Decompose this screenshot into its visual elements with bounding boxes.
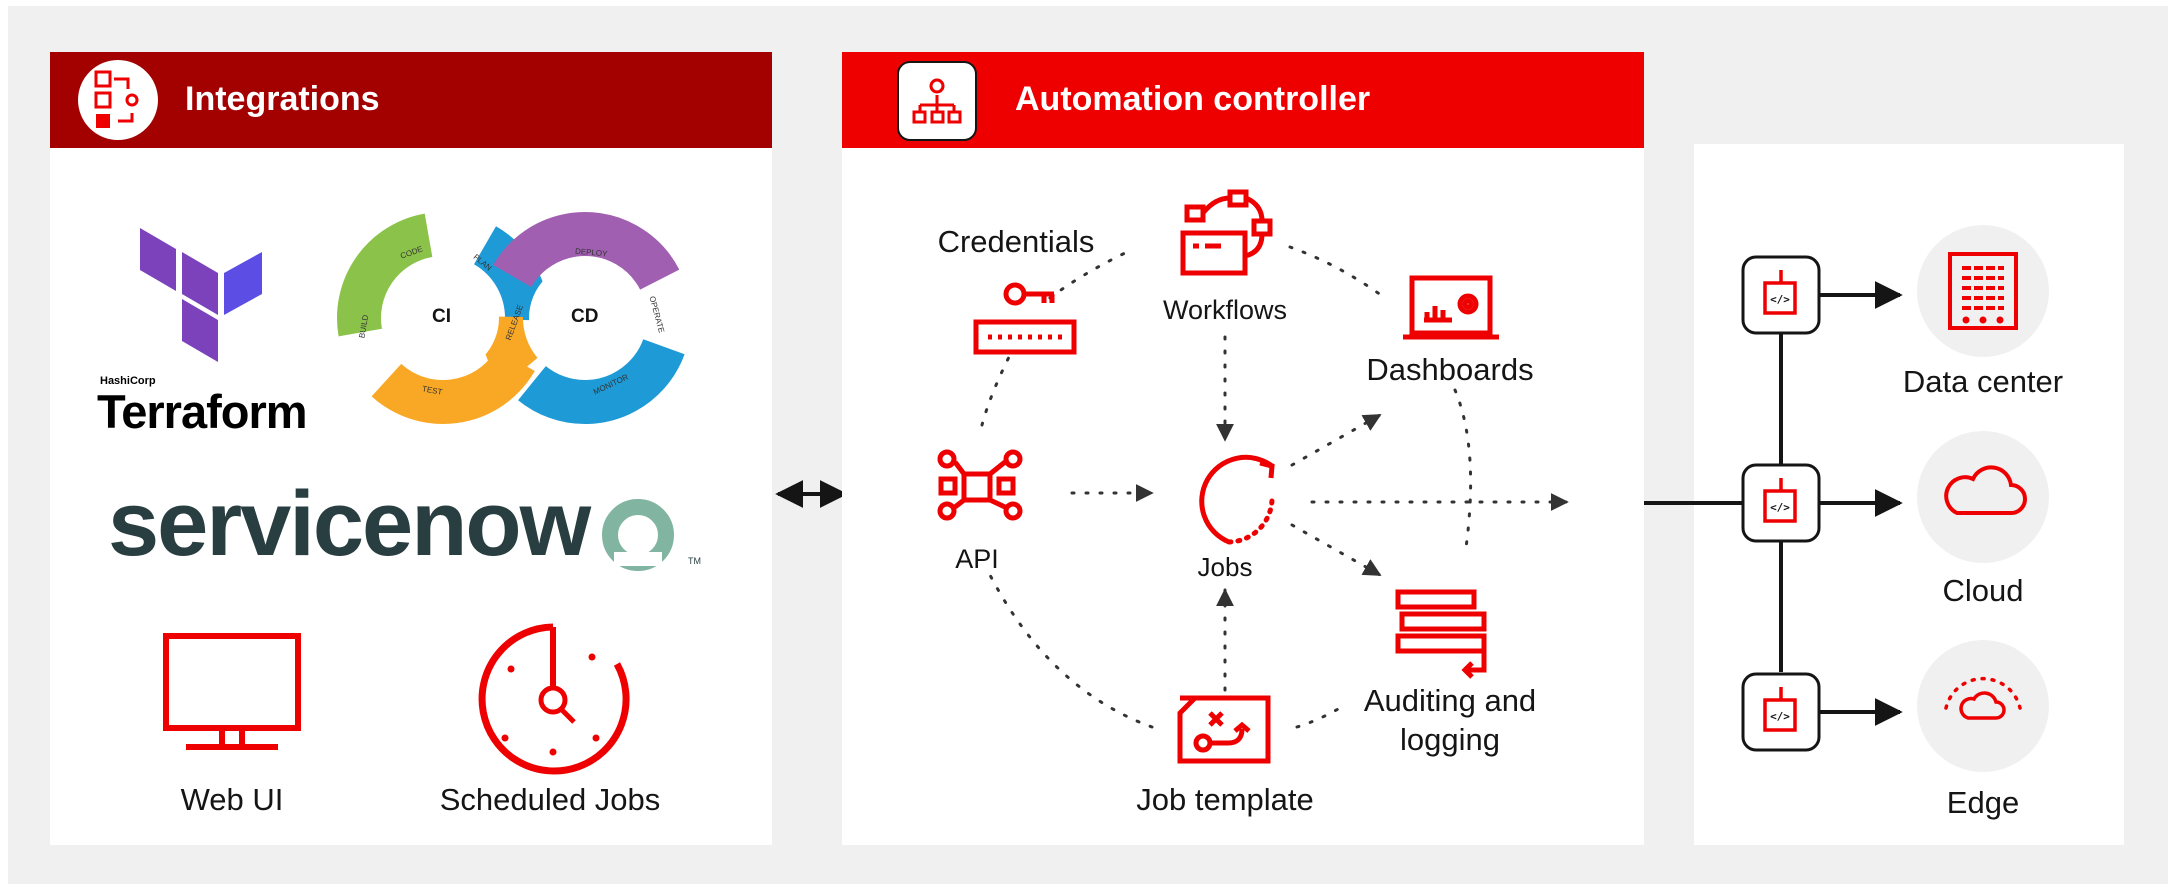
- dashboard-icon: [1403, 275, 1499, 340]
- edge-label: Edge: [1946, 785, 2020, 820]
- key-icon: [973, 282, 1077, 355]
- terraform-wordmark: Terraform: [97, 385, 308, 438]
- code-node-icon: </>: [1741, 672, 1821, 752]
- auditing-label-line2: logging: [1400, 722, 1500, 757]
- controller-icon: [897, 61, 977, 141]
- scheduled-jobs-label: Scheduled Jobs: [439, 782, 661, 817]
- workflows-label: Workflows: [1162, 295, 1288, 325]
- data-center-label: Data center: [1902, 364, 2064, 399]
- integrations-title: Integrations: [185, 80, 380, 118]
- cicd-logo: [337, 212, 691, 424]
- server-rack-icon: [1948, 252, 2018, 330]
- job-template-icon: [1177, 695, 1271, 764]
- edge-cloud-icon: [1944, 676, 2022, 720]
- cicd-ci-label: CI: [432, 306, 451, 327]
- cicd-cd-label: CD: [571, 306, 599, 327]
- api-icon: [937, 449, 1023, 521]
- terraform-logo: [140, 228, 262, 362]
- integrations-panel: [50, 52, 772, 845]
- cloud-icon: [1944, 465, 2027, 515]
- audit-icon: [1395, 589, 1487, 679]
- servicenow-o-mark: [602, 499, 674, 571]
- controller-panel: [842, 52, 1644, 845]
- servicenow-wordmark: servicenow: [108, 473, 591, 575]
- code-node-icon: </>: [1741, 463, 1821, 543]
- integrations-header: [50, 52, 772, 148]
- jobs-icon: [1199, 454, 1275, 545]
- credentials-label: Credentials: [937, 224, 1095, 259]
- cloud-circle: [1917, 431, 2049, 563]
- integrations-icon: [78, 60, 158, 140]
- controller-title: Automation controller: [1015, 80, 1371, 118]
- edge-circle: [1917, 640, 2049, 772]
- auditing-label-line1: Auditing and: [1363, 683, 1537, 718]
- web-ui-label: Web UI: [180, 782, 284, 817]
- terraform-vendor: HashiCorp: [100, 375, 156, 387]
- code-node-icon: </>: [1741, 255, 1821, 335]
- dashboards-label: Dashboards: [1366, 352, 1534, 387]
- svg-text:</>: </>: [1770, 501, 1790, 514]
- job-template-label: Job template: [1136, 782, 1314, 817]
- workflows-icon: [1180, 189, 1273, 276]
- cloud-label: Cloud: [1942, 573, 2024, 608]
- servicenow-trademark: TM: [688, 556, 701, 566]
- svg-text:</>: </>: [1770, 710, 1790, 723]
- jobs-label: Jobs: [1197, 552, 1253, 582]
- clock-icon: [478, 623, 630, 775]
- api-label: API: [955, 544, 999, 574]
- monitor-icon: [163, 633, 301, 750]
- data-center-circle: [1917, 225, 2049, 357]
- svg-text:</>: </>: [1770, 293, 1790, 306]
- targets-panel: </> </> </>: [1644, 144, 2124, 845]
- dotted-connectors: [980, 245, 1569, 729]
